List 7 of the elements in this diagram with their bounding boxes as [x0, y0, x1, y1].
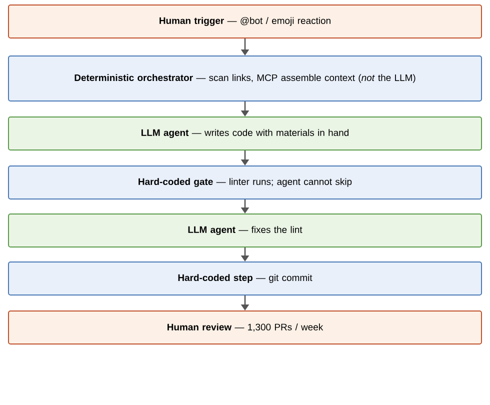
process-box: Hard-coded gate — linter runs; agent cannot skip — [8, 166, 482, 200]
process-box: Hard-coded step — git commit — [8, 262, 482, 296]
agent-box: LLM agent — writes code with materials in hand — [8, 116, 482, 150]
human-step-box: Human review — 1,300 PRs / week — [8, 310, 482, 344]
human-step-box: Human trigger — @bot / emoji reaction — [8, 4, 482, 38]
process-box: Deterministic orchestrator — scan links, MCP assemble context (not the LLM) — [8, 56, 482, 102]
agent-box: LLM agent — fixes the lint — [8, 214, 482, 248]
